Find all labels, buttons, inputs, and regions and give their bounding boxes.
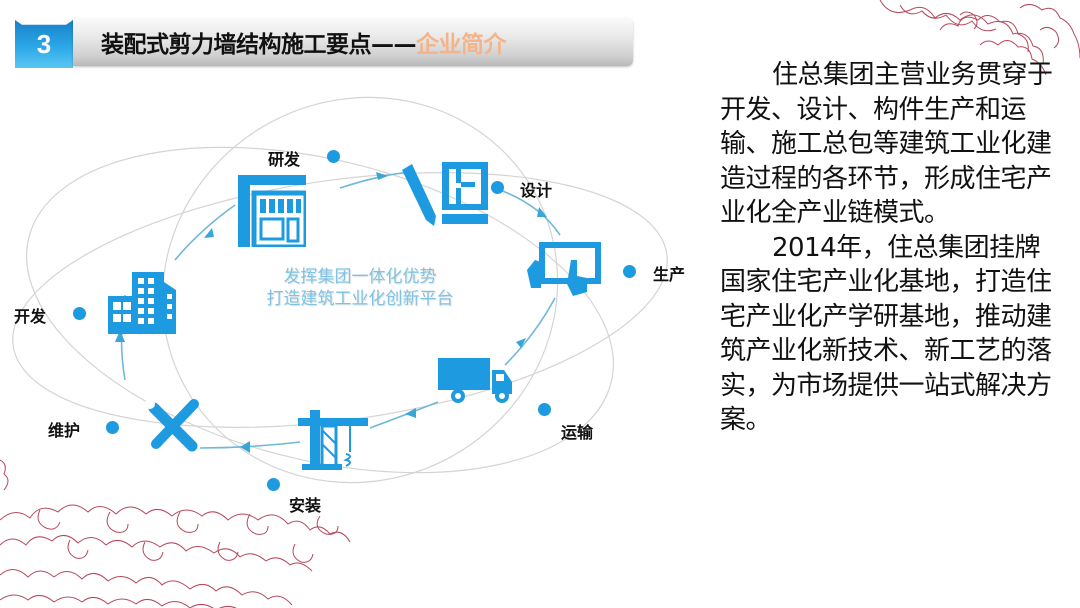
tower-crane-icon: [298, 410, 368, 470]
stage-dot-design: [491, 181, 504, 194]
stage-label-design: 设计: [520, 181, 553, 200]
slide-header: 3 装配式剪力墙结构施工要点——企业简介: [15, 18, 633, 68]
stage-label-maintenance: 维护: [48, 421, 81, 440]
wrench-screwdriver-icon: [145, 399, 199, 452]
title-bar: 装配式剪力墙结构施工要点——企业简介: [73, 18, 633, 66]
center-slogan: 发挥集团一体化优势 打造建筑工业化创新平台: [240, 266, 480, 310]
orbit-lines: [12, 96, 668, 484]
cloud-pattern-top-right: [879, 0, 1080, 75]
stage-label-production: 生产: [653, 265, 686, 284]
stage-label-development: 开发: [14, 307, 47, 326]
stage-label-transport: 运输: [561, 423, 594, 442]
touchscreen-hands-icon: [527, 242, 601, 296]
intro-paragraph-2: 2014年，住总集团挂牌国家住宅产业化基地，打造住宅产业化产学研基地，推动建筑产…: [720, 232, 1052, 436]
pencil-floorplan-icon: [402, 162, 488, 226]
slide-title: 装配式剪力墙结构施工要点——: [101, 32, 417, 58]
stage-dot-development: [73, 307, 86, 320]
company-intro-text: 住总集团主营业务贯穿于开发、设计、构件生产和运输、施工总包等建筑工业化建造过程的…: [720, 58, 1060, 438]
slide-subtitle: 企业简介: [416, 32, 507, 58]
section-number-badge: 3: [15, 20, 73, 68]
slogan-line-2: 打造建筑工业化创新平台: [266, 289, 454, 309]
stage-label-research: 研发: [268, 150, 301, 169]
intro-paragraph-1: 住总集团主营业务贯穿于开发、设计、构件生产和运输、施工总包等建筑工业化建造过程的…: [720, 60, 1053, 228]
stage-dot-production: [623, 265, 636, 278]
slogan-line-1: 发挥集团一体化优势: [283, 267, 437, 287]
blueprint-ruler-icon: [238, 175, 306, 247]
truck-icon: [438, 358, 512, 403]
stage-dot-research: [327, 150, 340, 163]
stage-label-installation: 安装: [289, 496, 322, 515]
stage-dot-transport: [538, 403, 551, 416]
industry-chain-diagram: 研发 设计 生产 运输: [0, 80, 710, 520]
stage-dot-maintenance: [106, 421, 119, 434]
stage-dot-installation: [267, 478, 280, 491]
buildings-icon: [108, 272, 176, 334]
cloud-pattern-bottom-left: [0, 459, 351, 608]
